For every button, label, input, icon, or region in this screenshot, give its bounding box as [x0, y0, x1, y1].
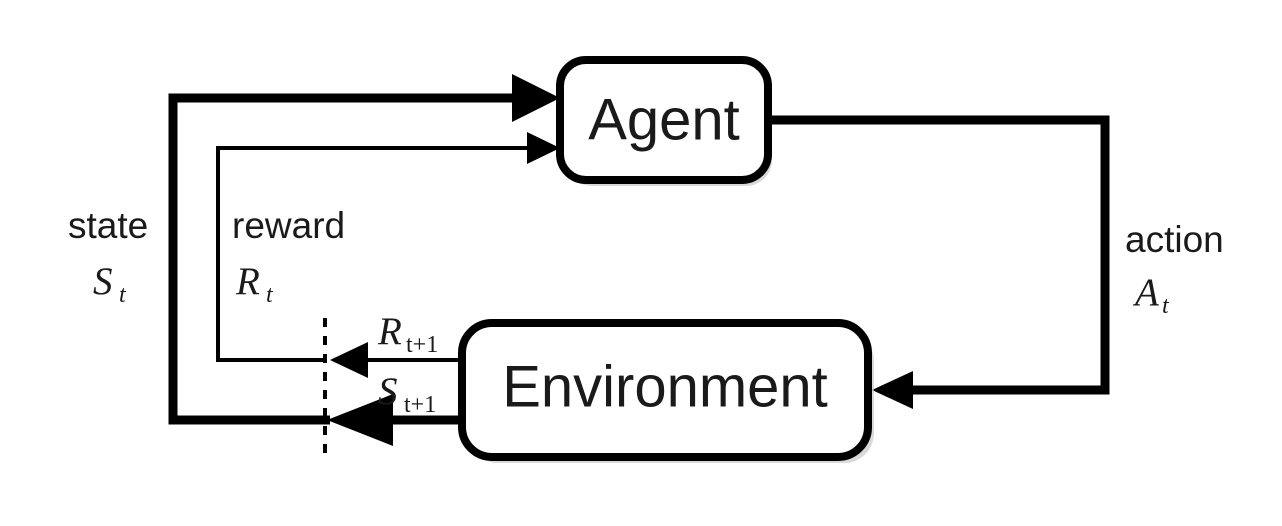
state-subscript-label: t: [119, 282, 127, 308]
reward-arrowhead-into-agent: [527, 132, 560, 164]
edge-next-state-path: [327, 394, 462, 446]
next-state-symbol-label: S: [378, 370, 398, 413]
reward-flow-line: [216, 146, 530, 362]
next-reward-symbol-label: R: [377, 310, 402, 353]
label-reward-group: reward R t: [232, 205, 345, 308]
edge-action-path: [768, 115, 1110, 409]
agent-box-fill: [560, 60, 768, 180]
state-arrowhead-into-agent: [512, 74, 560, 122]
edge-reward-path: [216, 132, 560, 362]
state-flow-line: [168, 93, 520, 425]
state-word-label: state: [68, 205, 148, 246]
action-symbol-label: A: [1132, 271, 1159, 314]
action-subscript-label: t: [1162, 293, 1170, 319]
agent-label: Agent: [588, 87, 740, 152]
label-action-group: action A t: [1125, 219, 1224, 319]
label-next-reward-group: R t+1: [377, 310, 438, 358]
label-next-state-group: S t+1: [378, 370, 436, 418]
node-agent[interactable]: Agent: [556, 56, 772, 186]
next-reward-arrowhead: [330, 342, 368, 378]
agent-box-outline: [556, 56, 772, 184]
environment-box-fill: [462, 323, 868, 457]
edge-state-path: [168, 74, 560, 425]
action-arrowhead: [872, 371, 913, 409]
next-state-subscript-label: t+1: [404, 392, 436, 418]
next-state-arrowhead: [327, 394, 393, 446]
environment-box-outline: [458, 319, 872, 461]
state-symbol-label: S: [93, 260, 113, 303]
node-environment[interactable]: Environment: [458, 319, 874, 463]
environment-label: Environment: [502, 354, 828, 419]
reward-subscript-label: t: [266, 282, 274, 308]
next-reward-subscript-label: t+1: [406, 332, 438, 358]
edge-next-reward-path: [330, 342, 462, 378]
action-flow-line: [768, 115, 1110, 395]
label-state-group: state S t: [68, 205, 148, 308]
reward-word-label: reward: [232, 205, 345, 246]
reward-symbol-label: R: [235, 260, 260, 303]
action-word-label: action: [1125, 219, 1224, 260]
